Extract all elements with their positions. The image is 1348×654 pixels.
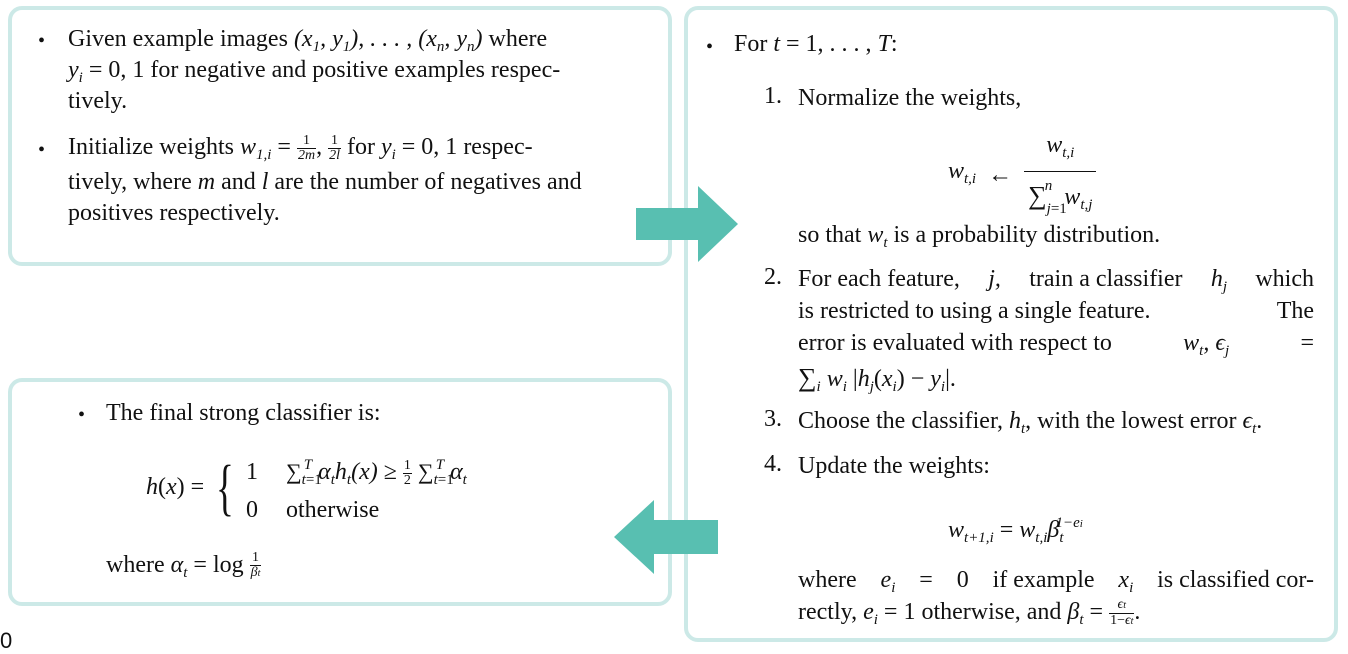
step-number: 3. — [764, 406, 782, 432]
initialization-panel — [8, 6, 672, 266]
init-step-1: Given example images (x1, y1), . . . , (… — [68, 26, 548, 55]
final-classifier-panel — [8, 378, 672, 606]
init-step-1-end: tively. — [68, 88, 128, 114]
step-1-text: Normalize the weights, — [798, 85, 1022, 111]
final-text: The final strong classifier is: — [106, 400, 381, 426]
update-formula: wt+1,i = wt,iβt1−ei — [948, 515, 1083, 546]
step-1-after: so that wt is a probability distribution… — [798, 222, 1161, 251]
corner-label: 0 — [0, 628, 13, 653]
step-number: 4. — [764, 451, 782, 477]
arrow-left-icon — [614, 500, 718, 574]
left-brace: { — [216, 453, 234, 522]
step-2-line-1: For each feature, j, train a classifier … — [798, 266, 1314, 295]
step-2-line-3: error is evaluated with respect to wt, ϵ… — [798, 330, 1314, 359]
normalize-formula: wt,i ← wt,i ∑j=1n wt,j — [948, 130, 1097, 221]
init-step-2-cont: tively, where m and l are the number of … — [68, 169, 582, 195]
init-step-1-cont: yi = 0, 1 for negative and positive exam… — [68, 57, 561, 86]
step-4-after-line-1: where ei = 0 if example xi is classified… — [798, 567, 1314, 596]
step-2-line-2: is restricted to using a single feature.… — [798, 298, 1314, 324]
arrow-right-icon — [636, 186, 738, 262]
bullet: • — [706, 36, 714, 58]
init-step-2-end: positives respectively. — [68, 200, 280, 226]
step-number: 1. — [764, 83, 782, 109]
step-4-text: Update the weights: — [798, 453, 990, 479]
bullet: • — [38, 139, 46, 161]
bullet: • — [38, 30, 46, 52]
step-number: 2. — [764, 264, 782, 290]
step-2-error-formula: ∑i wi |hj(xi) − yi|. — [798, 363, 956, 395]
step-3-text: Choose the classifier, ht, with the lowe… — [798, 408, 1263, 437]
math-example-pairs: (x1, y1), . . . , (xn, yn) — [293, 26, 483, 55]
bullet: • — [78, 404, 86, 426]
loop-header: For t = 1, . . . , T: — [734, 31, 898, 57]
training-loop-panel — [684, 6, 1338, 642]
